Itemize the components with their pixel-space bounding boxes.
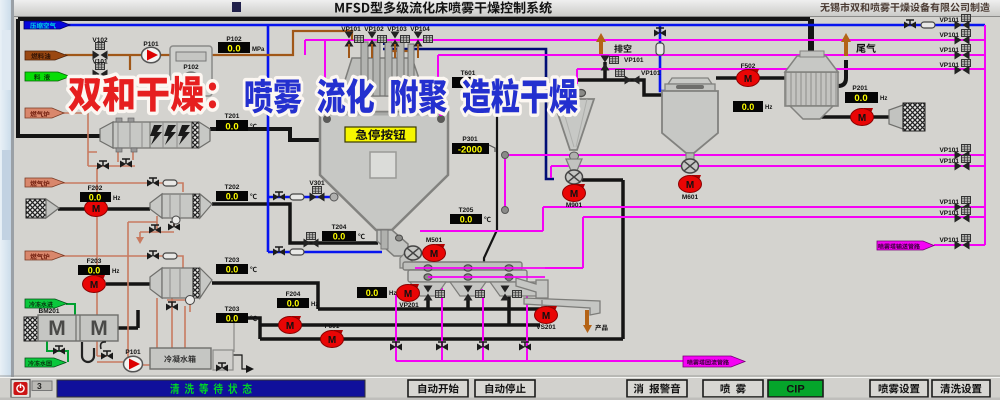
svg-text:VP101: VP101	[939, 158, 959, 165]
svg-text:BM201: BM201	[39, 308, 60, 315]
svg-text:Hz: Hz	[112, 269, 119, 275]
svg-text:P102: P102	[183, 64, 199, 71]
svg-text:M: M	[48, 317, 66, 340]
svg-text:P102: P102	[226, 36, 242, 43]
svg-text:F202: F202	[88, 185, 103, 192]
svg-text:VP102: VP102	[364, 26, 384, 33]
svg-text:VP101: VP101	[939, 62, 959, 69]
svg-text:0.0: 0.0	[460, 215, 473, 225]
svg-text:V101: V101	[92, 59, 108, 66]
svg-text:0.0: 0.0	[366, 288, 379, 298]
svg-text:VP101: VP101	[939, 32, 959, 39]
svg-text:3: 3	[37, 381, 42, 391]
svg-text:T203: T203	[225, 257, 240, 264]
svg-text:P201: P201	[852, 85, 868, 92]
svg-text:F204: F204	[286, 291, 301, 298]
svg-text:VP101: VP101	[939, 199, 959, 206]
svg-text:VP101: VP101	[624, 57, 644, 64]
svg-text:-2000: -2000	[458, 145, 482, 156]
svg-text:0.0: 0.0	[742, 102, 755, 112]
svg-text:T601: T601	[461, 70, 476, 77]
svg-text:M501: M501	[426, 237, 443, 244]
svg-text:F601: F601	[325, 323, 340, 330]
svg-text:Hz: Hz	[113, 196, 120, 202]
svg-text:Hz: Hz	[765, 105, 772, 111]
svg-text:V301: V301	[309, 180, 325, 187]
svg-text:VP201: VP201	[399, 302, 419, 309]
svg-text:VP101: VP101	[939, 237, 959, 244]
svg-text:0.0: 0.0	[226, 314, 239, 324]
svg-text:0.0: 0.0	[88, 266, 101, 276]
svg-text:T205: T205	[459, 207, 474, 214]
svg-text:0.0: 0.0	[333, 232, 346, 242]
svg-text:0.0: 0.0	[226, 265, 239, 275]
svg-text:M601: M601	[682, 194, 699, 201]
svg-text:P301: P301	[462, 136, 478, 143]
svg-text:T202: T202	[225, 184, 240, 191]
svg-text:0.0: 0.0	[225, 122, 238, 133]
svg-text:P101: P101	[143, 41, 159, 48]
svg-text:0.0: 0.0	[287, 299, 300, 309]
svg-text:VP101: VP101	[641, 70, 661, 77]
svg-text:VP104: VP104	[410, 26, 430, 33]
svg-text:T203: T203	[225, 306, 240, 313]
svg-text:VP101: VP101	[939, 47, 959, 54]
svg-text:F203: F203	[87, 258, 102, 265]
svg-text:VP103: VP103	[387, 26, 407, 33]
svg-text:0.0: 0.0	[89, 193, 102, 203]
svg-text:Hz: Hz	[880, 96, 887, 102]
svg-text:M901: M901	[566, 202, 583, 209]
svg-text:VP101: VP101	[939, 210, 959, 217]
svg-text:M: M	[90, 317, 108, 340]
svg-text:VP101: VP101	[939, 147, 959, 154]
svg-text:V102: V102	[92, 37, 108, 44]
svg-text:VS201: VS201	[536, 324, 556, 331]
svg-text:0.0: 0.0	[854, 93, 867, 104]
svg-text:0.0: 0.0	[227, 44, 240, 55]
svg-text:T201: T201	[225, 113, 240, 120]
svg-text:Hz: Hz	[389, 291, 396, 297]
svg-text:VP101: VP101	[341, 26, 361, 33]
svg-text:F502: F502	[741, 63, 756, 70]
svg-text:MPa: MPa	[252, 47, 265, 53]
svg-text:P101: P101	[125, 349, 141, 356]
svg-text:Hz: Hz	[311, 302, 318, 308]
svg-text:0.0: 0.0	[226, 192, 239, 202]
svg-text:T204: T204	[332, 224, 347, 231]
svg-text:CIP: CIP	[786, 384, 804, 396]
svg-text:VP101: VP101	[939, 17, 959, 24]
